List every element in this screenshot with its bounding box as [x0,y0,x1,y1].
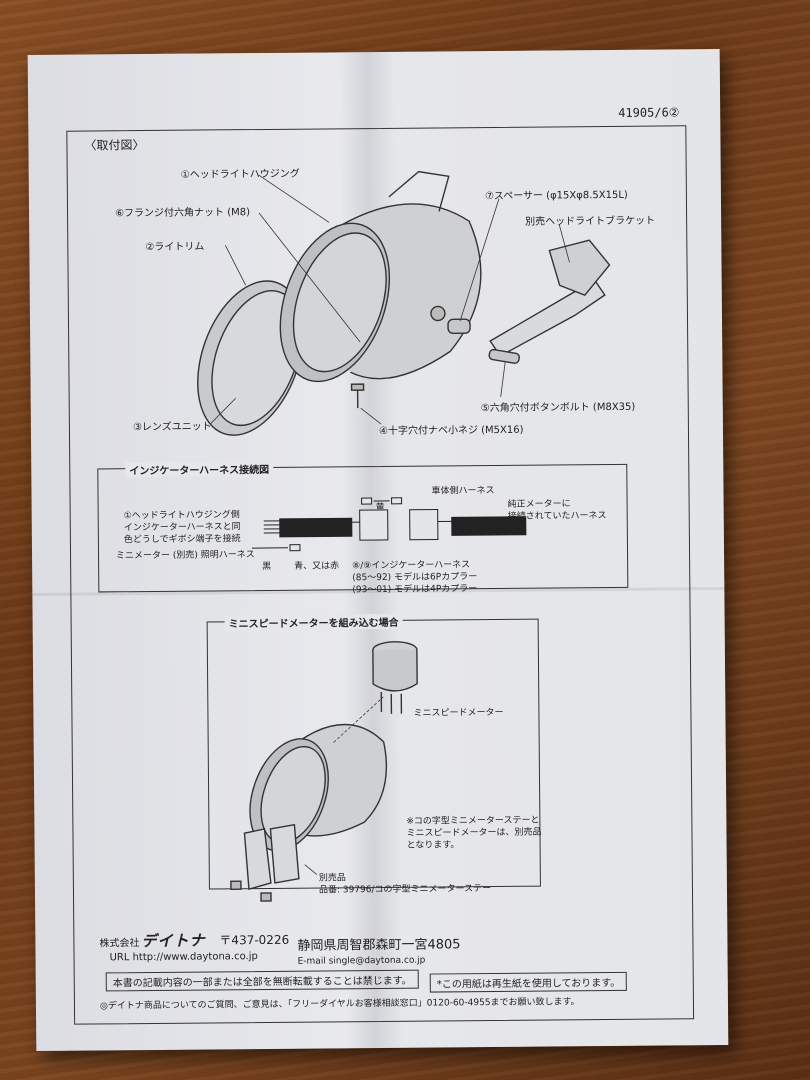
website-url: URL http://www.daytona.co.jp [109,951,258,964]
company-logo: デイトナ [141,931,206,951]
email: E-mail single@daytona.co.jp [297,955,426,967]
recycled-paper-notice: *この用紙は再生紙を使用しております。 [429,971,628,993]
harness-drawing [251,497,527,552]
address: 静岡県周智郡森町一宮4805 [297,937,461,954]
mini-meter-drawing [230,641,418,902]
copyright-notice: 本書の記載内容の一部または全部を無断転載することは禁じます。 [105,969,419,992]
company-prefix: 株式会社 [99,938,140,950]
instruction-sheet: 41905/6② 〈取付図〉 ①ヘッドライトハウジング ⑥フランジ付六角ナット … [27,48,729,1052]
headlight-exploded-drawing [197,170,611,436]
zip-code: 〒437-0226 [219,932,290,948]
